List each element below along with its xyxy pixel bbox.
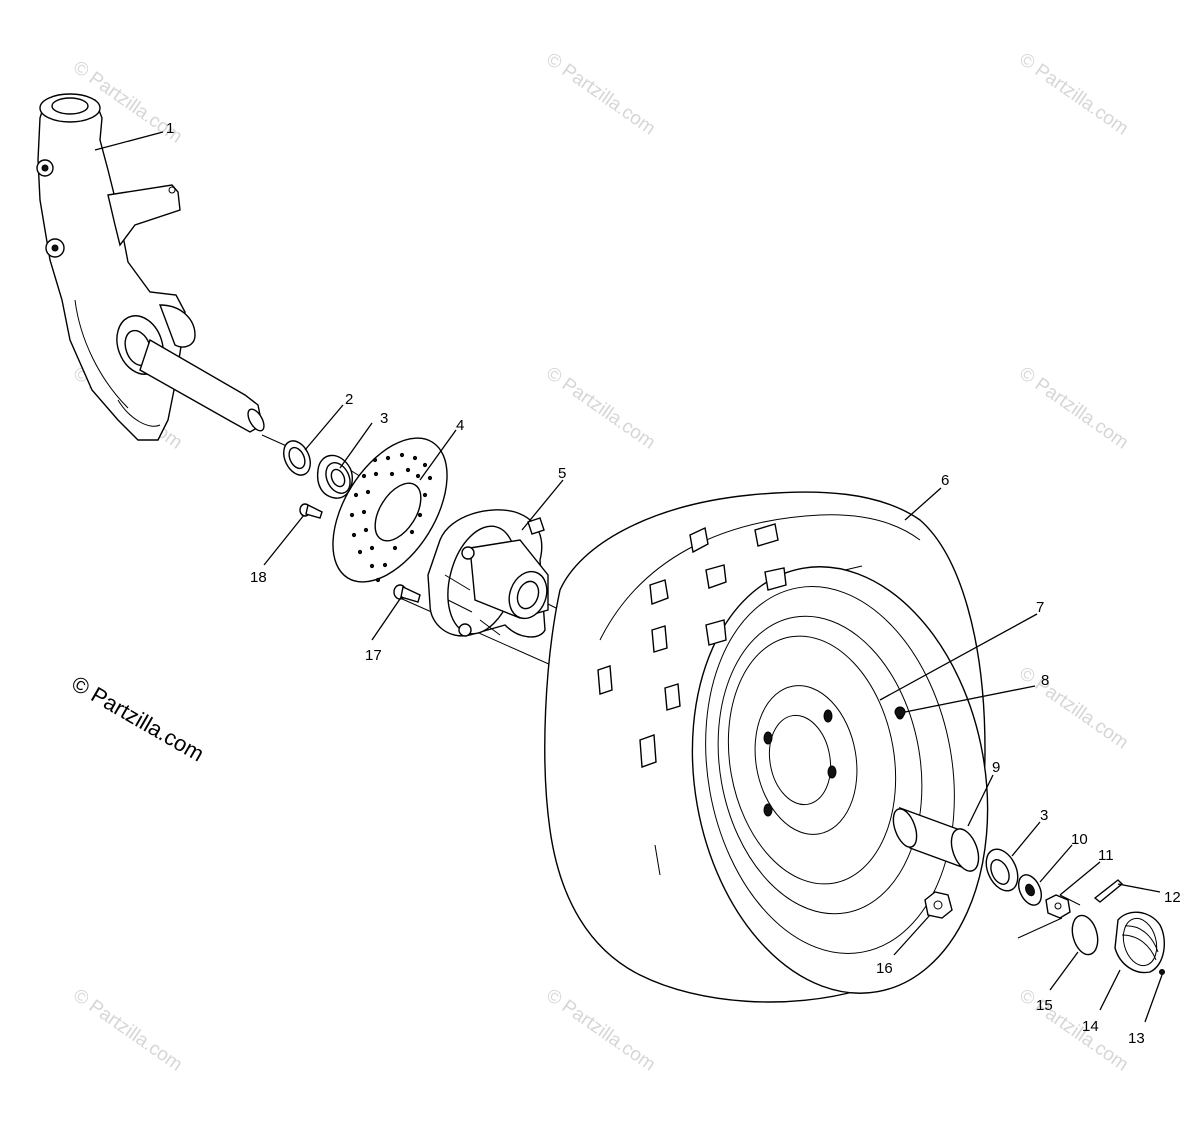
watermark: © Partzilla.com (1015, 985, 1132, 1076)
lug-nut (924, 891, 953, 919)
callout-label: 11 (1098, 847, 1114, 864)
watermark: © Partzilla.com (542, 363, 659, 454)
seal-part (283, 440, 311, 476)
wheel-stud (894, 706, 906, 718)
callout-label: 3 (380, 410, 388, 427)
wheel-hub (427, 509, 549, 638)
screw (1159, 969, 1165, 975)
o-ring (1071, 914, 1099, 956)
callout-label: 8 (1041, 672, 1049, 689)
brake-disc (332, 437, 448, 583)
callout-label: 7 (1036, 599, 1044, 616)
watermark: © Partzilla.com (542, 49, 659, 140)
watermark: © Partzilla.com (69, 985, 186, 1076)
bolt-18 (299, 503, 323, 519)
spacer-sleeve (892, 806, 980, 872)
credit-text: © Partzilla.com (68, 671, 209, 767)
callout-label: 3 (1040, 807, 1048, 824)
washer (1017, 874, 1043, 906)
cotter-pin (1093, 879, 1124, 903)
callout-label: 2 (345, 391, 353, 408)
callout-label: 4 (456, 417, 464, 434)
callout-label: 9 (992, 759, 1000, 776)
watermark: © Partzilla.com (1015, 663, 1132, 754)
callout-label: 5 (558, 465, 566, 482)
callout-label: 18 (250, 569, 267, 586)
tire (544, 491, 989, 1003)
callout-label: 6 (941, 472, 949, 489)
callout-label: 13 (1128, 1030, 1145, 1047)
callout-labels: 1 2 3 4 5 18 17 6 7 8 9 3 10 11 12 16 15… (166, 120, 1181, 1047)
bearing-left (316, 454, 353, 499)
callout-label: 17 (365, 647, 382, 664)
callout-label: 1 (166, 120, 174, 137)
watermark: © Partzilla.com (1015, 49, 1132, 140)
steering-knuckle (36, 93, 265, 441)
hub-cap (1114, 911, 1166, 974)
castle-nut (1045, 894, 1071, 919)
watermark: © Partzilla.com (542, 985, 659, 1076)
callout-label: 12 (1164, 889, 1181, 906)
callout-label: 14 (1082, 1018, 1099, 1035)
bolt-17 (393, 584, 421, 603)
leader-lines (94, 131, 1163, 1023)
callout-label: 15 (1036, 997, 1053, 1014)
callout-label: 16 (876, 960, 893, 977)
callout-label: 10 (1071, 831, 1088, 848)
bearing-right (985, 848, 1019, 892)
watermark: © Partzilla.com (1015, 363, 1132, 454)
